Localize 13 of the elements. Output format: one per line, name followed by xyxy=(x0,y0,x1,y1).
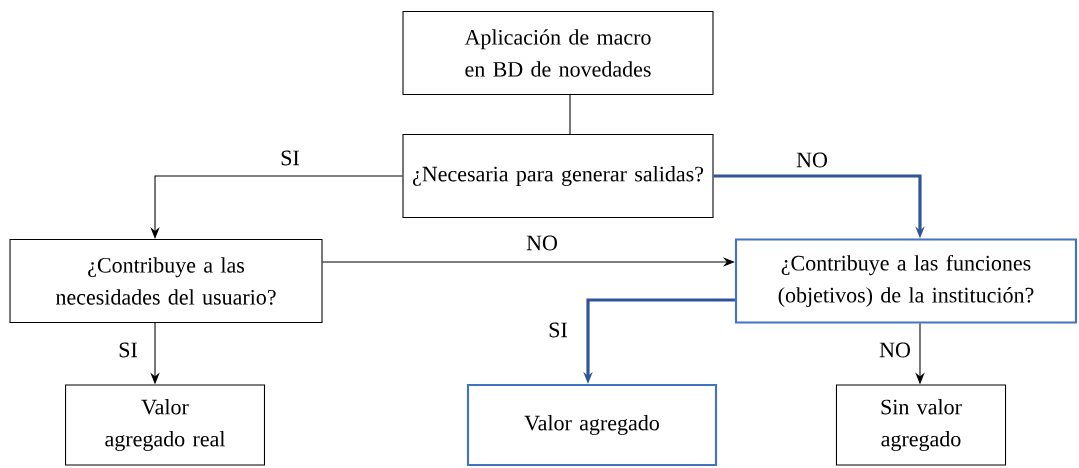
decision-box: ¿Contribuye a las funciones (objetivos) de la institución? xyxy=(734,238,1078,324)
result-box: Sin valor agregado xyxy=(835,384,1007,466)
edge-label: NO xyxy=(794,151,830,169)
edge-label: NO xyxy=(877,341,913,359)
result-box: Valor agregado xyxy=(466,383,718,467)
decision-box: ¿Contribuye a las necesidades del usuario? xyxy=(9,239,323,323)
edge-label: NO xyxy=(524,234,560,252)
edge-label: SI xyxy=(278,149,302,167)
edge-label: SI xyxy=(546,321,570,339)
edge-label: SI xyxy=(116,341,140,359)
decision-box: ¿Necesaria para generar salidas? xyxy=(402,134,714,218)
result-box: Valor agregado real xyxy=(65,384,265,466)
process-box: Aplicación de macro en BD de novedades xyxy=(402,11,714,95)
